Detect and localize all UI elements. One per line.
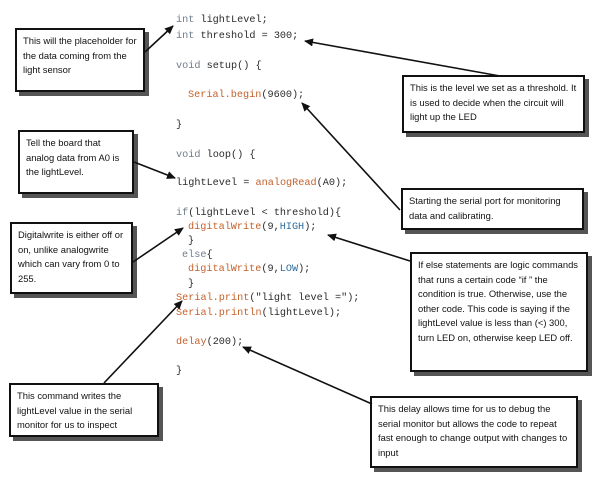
code-text: threshold = 300; xyxy=(194,31,299,42)
code-function: delay xyxy=(176,337,207,348)
arrow-placeholder xyxy=(144,25,174,53)
arrow-serial-print xyxy=(103,300,183,384)
note-delay: This delay allows time for us to debug t… xyxy=(370,396,578,468)
code-line-delay: delay(200); xyxy=(176,337,243,349)
code-line-setup: void setup() { xyxy=(176,61,262,73)
code-line-digitalwrite-high: digitalWrite(9,HIGH); xyxy=(188,222,316,234)
code-function: digitalWrite xyxy=(188,222,262,233)
arrow-delay xyxy=(242,346,373,405)
code-line-else-close: } xyxy=(188,279,195,290)
code-line-decl-lightlevel: int lightLevel; xyxy=(176,15,268,27)
code-text: (lightLevel); xyxy=(261,308,342,319)
arrow-threshold xyxy=(304,38,501,77)
code-constant: HIGH xyxy=(279,222,305,233)
code-text: (9, xyxy=(261,222,280,233)
arrow-digitalwrite xyxy=(132,227,184,263)
code-line-decl-threshold: int threshold = 300; xyxy=(176,31,298,43)
code-function: Serial.begin xyxy=(188,90,262,101)
code-line-analogread: lightLevel = analogRead(A0); xyxy=(176,178,347,190)
code-constant: LOW xyxy=(279,264,299,275)
code-text: loop() { xyxy=(200,150,256,161)
note-threshold: This is the level we set as a threshold.… xyxy=(402,75,585,133)
code-text: ); xyxy=(304,222,317,233)
code-type: int xyxy=(176,15,195,26)
code-text: lightLevel = xyxy=(176,178,256,189)
code-text: (lightLevel < threshold){ xyxy=(188,208,342,219)
code-function: analogRead xyxy=(255,178,317,189)
code-line-loop-close: } xyxy=(176,366,183,377)
code-type: int xyxy=(176,31,195,42)
code-type: void xyxy=(176,150,201,161)
code-text: (A0); xyxy=(316,178,348,189)
note-ifelse: If else statements are logic commands th… xyxy=(410,252,588,372)
code-line-else: else{ xyxy=(182,250,213,262)
code-keyword: else xyxy=(182,250,207,261)
code-text: (200); xyxy=(206,337,244,348)
code-type: void xyxy=(176,61,201,72)
code-function: Serial.print xyxy=(176,293,250,304)
code-function: Serial.println xyxy=(176,308,262,319)
code-function: digitalWrite xyxy=(188,264,262,275)
note-placeholder: This will the placeholder for the data c… xyxy=(15,28,145,92)
code-text: { xyxy=(206,250,213,261)
note-digitalwrite: Digitalwrite is either off or on, unlike… xyxy=(10,222,133,294)
code-line-loop: void loop() { xyxy=(176,150,256,162)
note-analog: Tell the board that analog data from A0 … xyxy=(18,130,134,194)
code-line-if-close: } xyxy=(188,236,195,247)
arrow-analog xyxy=(133,161,176,179)
code-line-serial-print: Serial.print("light level ="); xyxy=(176,293,359,305)
code-line-serial-println: Serial.println(lightLevel); xyxy=(176,308,341,320)
code-line-serial-begin: Serial.begin(9600); xyxy=(188,90,304,102)
code-line-setup-close: } xyxy=(176,120,183,131)
code-text: setup() { xyxy=(200,61,262,72)
code-text: (9, xyxy=(261,264,280,275)
arrow-ifelse xyxy=(327,233,411,262)
code-line-digitalwrite-low: digitalWrite(9,LOW); xyxy=(188,264,310,276)
code-text: (9600); xyxy=(261,90,305,101)
code-keyword: if xyxy=(176,208,189,219)
code-text: ("light level ="); xyxy=(249,293,360,304)
note-serial-port: Starting the serial port for monitoring … xyxy=(401,188,584,230)
arrow-serial-port xyxy=(301,102,401,211)
code-text: ); xyxy=(298,264,311,275)
code-line-if: if(lightLevel < threshold){ xyxy=(176,208,341,220)
note-serial-print: This command writes the lightLevel value… xyxy=(9,383,159,437)
code-text: lightLevel; xyxy=(194,15,268,26)
